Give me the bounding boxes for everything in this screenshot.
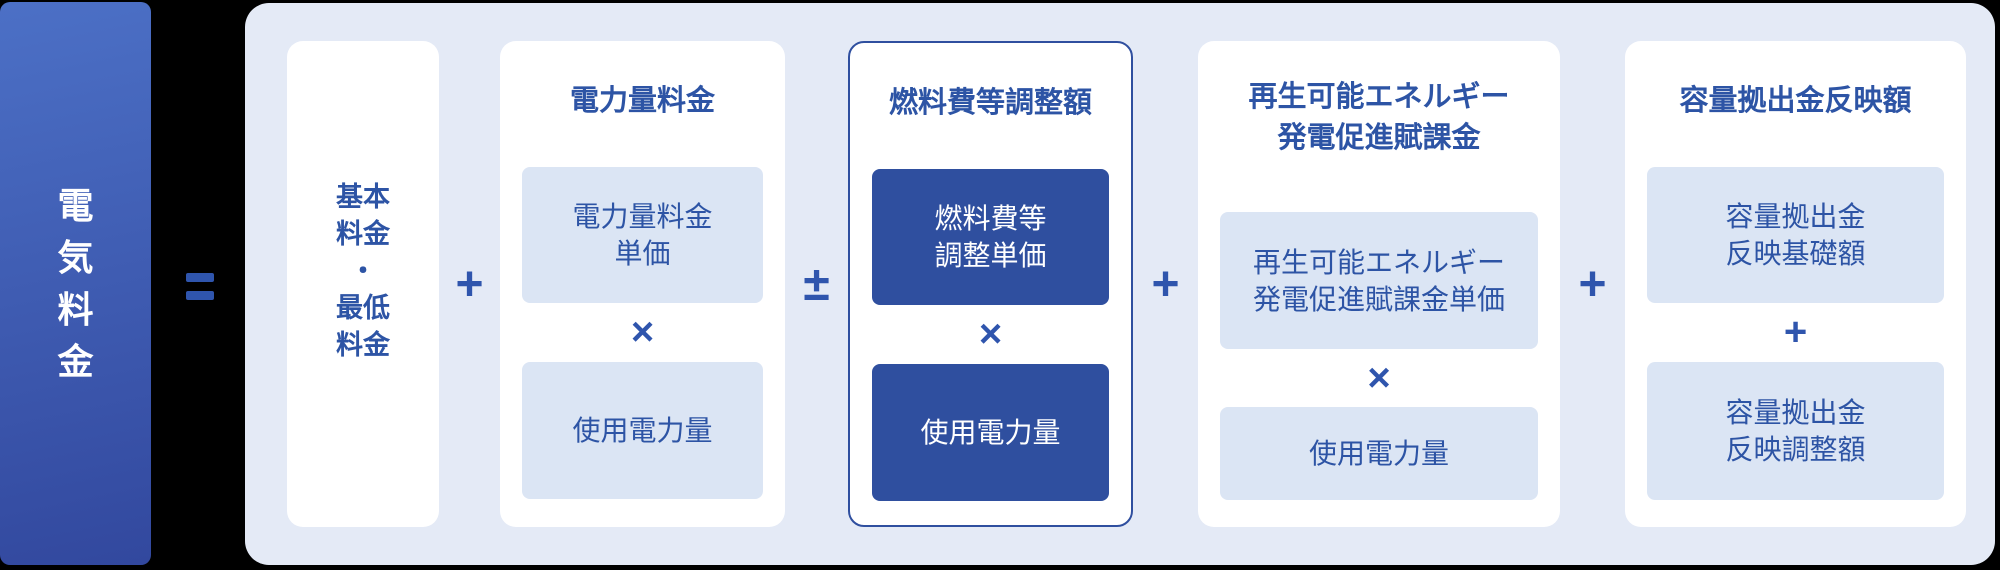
card-title-line: 再生可能エネルギー <box>1248 81 1510 113</box>
basic-charge-label-line: 料金 <box>336 218 390 249</box>
plus-operator: + <box>455 257 484 311</box>
multiply-operator: × <box>1367 355 1391 400</box>
energy-charge-unit-price-box: 電力量料金 単価 <box>522 167 763 303</box>
result-box-electricity-charge: 電 気 料 金 <box>0 2 151 565</box>
equals-bar <box>186 273 214 282</box>
box-label-line: 容量拠出金 <box>1725 201 1866 232</box>
equals-sign <box>186 273 214 300</box>
card-fuel-cost-adjustment: 燃料費等調整額 燃料費等 調整単価 × 使用電力量 <box>848 41 1133 527</box>
power-usage-box: 使用電力量 <box>872 364 1109 501</box>
formula-container: 基本 料金 ・ 最低 料金 + 電力量料金 電力量料金 単価 × 使用電力量 ±… <box>245 3 1995 565</box>
box-label-line: 調整単価 <box>934 240 1047 271</box>
card-title: 容量拠出金反映額 <box>1679 85 1912 117</box>
card-capacity-contribution: 容量拠出金反映額 容量拠出金 反映基礎額 + 容量拠出金 反映調整額 <box>1625 41 1966 527</box>
basic-charge-label-line: 最低 <box>336 292 390 323</box>
box-label-line: 使用電力量 <box>572 415 713 446</box>
basic-charge-label-line: 基本 <box>336 181 390 212</box>
capacity-contribution-adjustment-box: 容量拠出金 反映調整額 <box>1647 362 1944 500</box>
box-label-line: 反映基礎額 <box>1725 238 1866 269</box>
box-label-line: 再生可能エネルギー <box>1252 246 1505 278</box>
card-title: 電力量料金 <box>569 85 715 117</box>
result-char: 電 <box>57 184 94 226</box>
power-usage-box: 使用電力量 <box>522 362 763 499</box>
multiply-operator: × <box>978 312 1003 356</box>
power-usage-box: 使用電力量 <box>1220 407 1538 500</box>
result-label: 電 気 料 金 <box>57 180 93 388</box>
card-title: 再生可能エネルギー 発電促進賦課金 <box>1248 77 1509 159</box>
box-label-line: 燃料費等 <box>934 203 1047 234</box>
card-title: 燃料費等調整額 <box>888 87 1092 119</box>
plus-operator: + <box>1578 257 1607 311</box>
basic-charge-label-line: 料金 <box>336 329 390 360</box>
basic-charge-label-line: ・ <box>349 255 377 286</box>
box-label-line: 反映調整額 <box>1725 434 1866 465</box>
result-char: 金 <box>57 340 94 382</box>
card-basic-minimum-charge: 基本 料金 ・ 最低 料金 <box>287 41 439 527</box>
box-label-line: 容量拠出金 <box>1725 397 1866 428</box>
multiply-operator: × <box>630 310 655 354</box>
box-label-line: 単価 <box>614 238 671 269</box>
box-label-line: 電力量料金 <box>572 201 713 232</box>
card-energy-charge: 電力量料金 電力量料金 単価 × 使用電力量 <box>500 41 785 527</box>
capacity-contribution-base-box: 容量拠出金 反映基礎額 <box>1647 167 1944 303</box>
box-label-line: 発電促進賦課金単価 <box>1252 283 1505 315</box>
box-label-line: 使用電力量 <box>1308 438 1449 469</box>
plus-minus-operator: ± <box>803 257 830 311</box>
renewable-levy-unit-price-box: 再生可能エネルギー 発電促進賦課金単価 <box>1220 212 1538 349</box>
plus-operator: + <box>1783 310 1808 354</box>
result-char: 気 <box>57 236 94 278</box>
plus-operator: + <box>1151 257 1180 311</box>
equals-bar <box>186 291 214 300</box>
fuel-cost-adjustment-unit-price-box: 燃料費等 調整単価 <box>872 169 1109 305</box>
box-label-line: 使用電力量 <box>920 417 1061 448</box>
card-renewable-energy-levy: 再生可能エネルギー 発電促進賦課金 再生可能エネルギー 発電促進賦課金単価 × … <box>1198 41 1560 527</box>
result-char: 料 <box>57 288 94 330</box>
card-title-line: 発電促進賦課金 <box>1277 122 1481 154</box>
